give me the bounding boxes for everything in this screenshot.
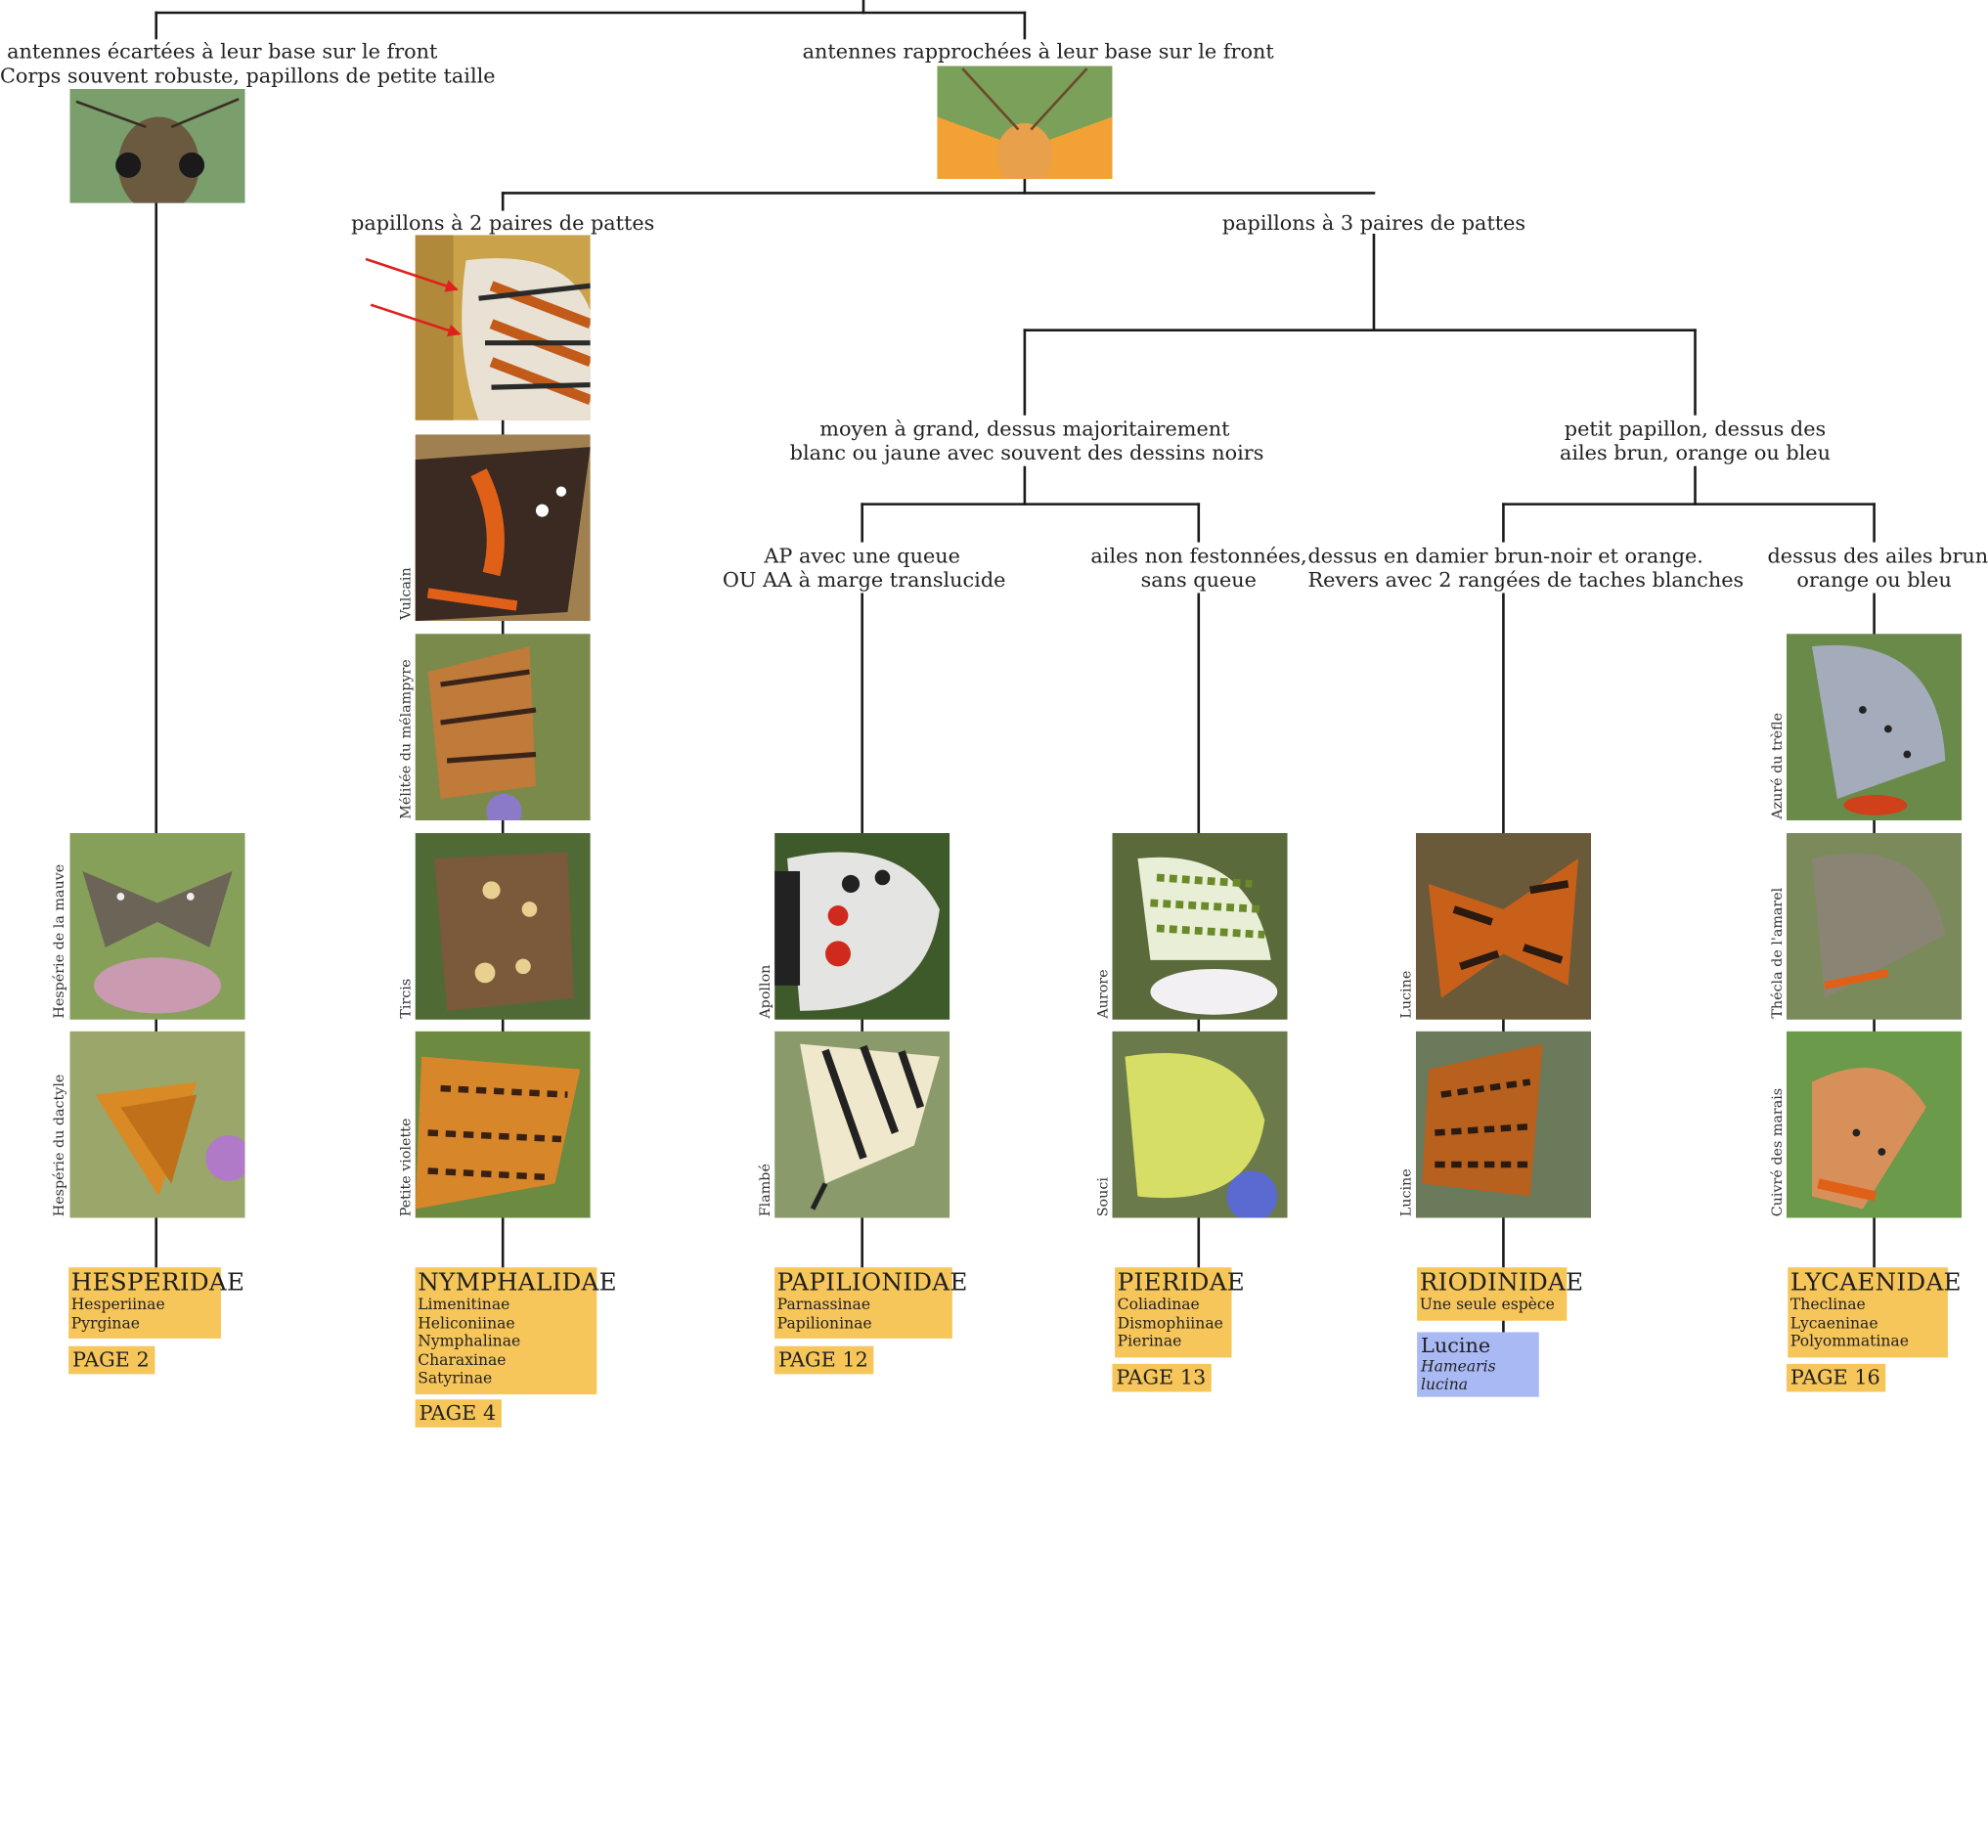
page-link-pieridae[interactable]: PAGE 13 xyxy=(1112,1363,1212,1392)
split-label-brown-orange-blue: dessus des ailes brun, orange ou bleu xyxy=(1767,543,1988,593)
photo-pier-2 xyxy=(1112,1031,1288,1218)
photo-lyc-2 xyxy=(1786,833,1963,1020)
photo-two-pairs-legs xyxy=(415,235,591,420)
split-label-legs-3: papillons à 3 paires de pattes xyxy=(1221,210,1526,236)
photo-hesp-2 xyxy=(69,1031,245,1218)
red-arrows xyxy=(365,257,462,337)
family-box-lycaenidae: LYCAENIDAE Theclinae Lycaeninae Polyomma… xyxy=(1788,1267,1962,1357)
photo-pier-1 xyxy=(1112,833,1288,1020)
split-label-small: petit papillon, dessus des ailes brun, o… xyxy=(1560,417,1831,465)
caption-lyc-1: Azuré du trèfle xyxy=(1768,712,1786,819)
photo-antennae-wide xyxy=(69,88,245,203)
photo-nymph-2 xyxy=(415,634,591,821)
split-label-medium-large: moyen à grand, dessus majoritairement bl… xyxy=(789,417,1264,465)
caption-papil-2: Flambé xyxy=(756,1164,773,1217)
photo-papil-1 xyxy=(774,833,950,1020)
tree-connector-lines xyxy=(155,0,1876,1334)
photo-nymph-1 xyxy=(415,434,591,622)
caption-nymph-1: Vulcain xyxy=(397,567,415,620)
family-box-pieridae: PIERIDAE Coliadinae Dismophiinae Pierina… xyxy=(1115,1267,1245,1357)
split-label-no-tail: ailes non festonnées, sans queue xyxy=(1090,543,1307,593)
photo-antennae-close xyxy=(937,66,1113,180)
caption-papil-1: Apollon xyxy=(756,964,773,1019)
page-link-lycaenidae[interactable]: PAGE 16 xyxy=(1786,1363,1885,1392)
photo-riod-1 xyxy=(1415,833,1592,1020)
family-box-nymphalidae: NYMPHALIDAE Limenitinae Heliconiinae Nym… xyxy=(415,1267,617,1394)
caption-lyc-2: Thécla de l'amarel xyxy=(1768,887,1786,1019)
caption-hesp-2: Hespérie du dactyle xyxy=(50,1074,67,1217)
family-box-papilionidae: PAPILIONIDAE Parnassinae Papilioninae xyxy=(774,1267,967,1339)
page-link-hesperidae[interactable]: PAGE 2 xyxy=(68,1345,155,1375)
page-link-nymphalidae[interactable]: PAGE 4 xyxy=(415,1399,502,1428)
split-label-antennae-wide: antennes écartées à leur base sur le fro… xyxy=(0,39,496,88)
family-box-riodinidae: RIODINIDAE Une seule espèce xyxy=(1417,1267,1583,1321)
caption-riod-2: Lucine xyxy=(1397,1168,1415,1217)
photo-lyc-1 xyxy=(1786,634,1963,821)
caption-riod-1: Lucine xyxy=(1397,970,1415,1019)
page-link-papilionidae[interactable]: PAGE 12 xyxy=(774,1345,874,1375)
split-label-legs-2: papillons à 2 paires de pattes xyxy=(351,210,655,236)
caption-pier-1: Aurore xyxy=(1094,969,1112,1019)
photo-nymph-3 xyxy=(415,833,591,1020)
caption-pier-2: Souci xyxy=(1094,1177,1112,1217)
photo-nymph-4 xyxy=(415,1031,591,1218)
split-label-checkered: dessus en damier brun-noir et orange. Re… xyxy=(1307,543,1745,593)
split-label-tail: AP avec une queue OU AA à marge transluc… xyxy=(722,543,1006,593)
caption-nymph-3: Tircis xyxy=(397,978,415,1019)
family-box-hesperidae: HESPERIDAE Hesperiinae Pyrginae xyxy=(68,1267,244,1339)
caption-nymph-2: Mélitée du mélampyre xyxy=(397,659,415,819)
photo-hesp-1 xyxy=(69,833,245,1020)
caption-nymph-4: Petite violette xyxy=(397,1118,415,1217)
photo-riod-2 xyxy=(1415,1031,1592,1218)
caption-lyc-3: Cuivré des marais xyxy=(1768,1087,1786,1217)
photo-papil-2 xyxy=(774,1031,950,1218)
caption-hesp-1: Hespérie de la mauve xyxy=(50,863,67,1019)
photo-lyc-3 xyxy=(1786,1031,1963,1218)
species-box-lucine: Lucine Hamearis lucina xyxy=(1417,1332,1539,1397)
split-label-antennae-close: antennes rapprochées à leur base sur le … xyxy=(802,39,1274,64)
